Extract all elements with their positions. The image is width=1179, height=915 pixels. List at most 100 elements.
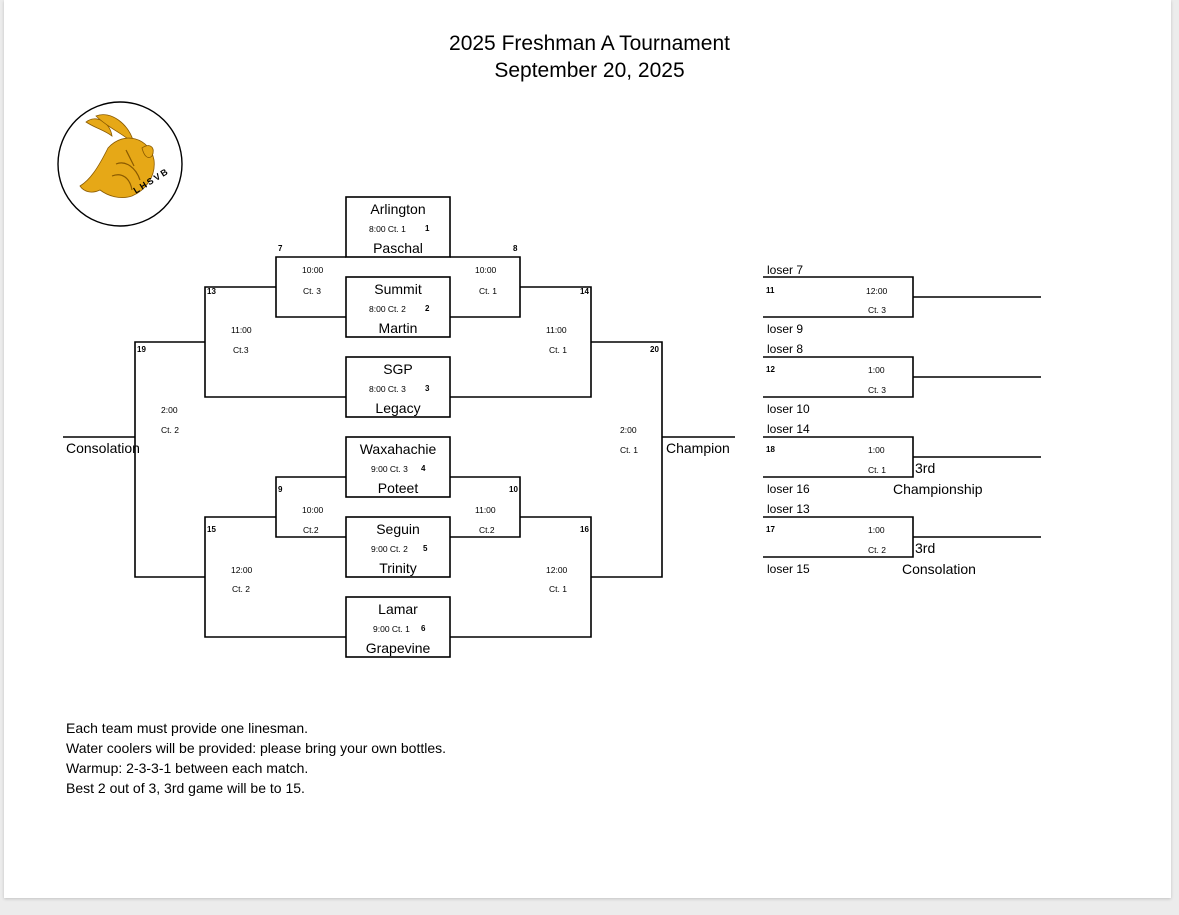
game-time: 11:00 [546,325,567,335]
side-game-17 [763,516,914,558]
consolation-label: Consolation [66,440,140,456]
side-court: Ct. 1 [868,465,886,475]
side-bottom: loser 15 [767,562,810,576]
match-info: 9:00 Ct. 1 [373,624,410,634]
match-number: 1 [425,224,430,233]
side-number: 12 [766,365,775,374]
side-game-12 [763,356,914,398]
game-time: 11:00 [475,505,496,515]
game-number: 15 [207,525,216,534]
left-game-19 [134,341,205,578]
team-bottom: Poteet [377,480,419,496]
game-time: 10:00 [302,265,324,275]
right-game-16 [450,516,592,638]
championship-label: Championship [893,481,983,497]
side-court: Ct. 3 [868,385,886,395]
left-game-9 [275,476,346,538]
game-number: 8 [513,244,518,253]
game-court: Ct. 1 [549,345,567,355]
game-court: Ct.2 [479,525,495,535]
team-top: SGP [383,361,413,377]
side-number: 11 [766,286,775,295]
side-time: 1:00 [868,525,885,535]
third-label: 3rd [915,460,936,476]
match-box-5 [345,516,451,578]
left-game-15 [204,516,346,638]
right-game-10 [450,476,521,538]
team-top: Seguin [376,521,420,537]
side-top: loser 8 [767,342,804,356]
game-court: Ct. 2 [232,584,250,594]
game-court: Ct. 3 [303,286,321,296]
side-number: 17 [766,525,775,534]
note-line: Best 2 out of 3, 3rd game will be to 15. [66,780,305,796]
team-bottom: Martin [378,320,418,336]
game-time: 10:00 [475,265,497,275]
game-time: 2:00 [620,425,637,435]
match-info: 9:00 Ct. 2 [371,544,408,554]
game-number: 20 [650,345,659,354]
game-number: 10 [509,485,518,494]
match-info: 9:00 Ct. 3 [371,464,408,474]
right-game-20 [591,341,663,578]
game-court: Ct. 1 [549,584,567,594]
team-bottom: Trinity [379,560,417,576]
game-court: Ct. 2 [161,425,179,435]
match-box-2 [345,276,451,338]
game-number: 13 [207,287,216,296]
game-number: 19 [137,345,146,354]
viking-helmet-icon [57,101,183,227]
side-game-11 [763,276,914,318]
team-bottom: Paschal [373,240,423,256]
note-line: Water coolers will be provided: please b… [66,740,447,756]
game-number: 16 [580,525,589,534]
side-time: 1:00 [868,445,885,455]
consolation-label: Consolation [902,561,976,577]
side-top: loser 7 [767,263,804,277]
side-bottom: loser 16 [767,482,810,496]
title-line-1: 2025 Freshman A Tournament [449,32,730,55]
game-time: 12:00 [231,565,253,575]
third-label: 3rd [915,540,936,556]
game-time: 12:00 [546,565,568,575]
game-court: Ct.3 [233,345,249,355]
team-top: Waxahachie [359,441,437,457]
game-time: 2:00 [161,405,178,415]
note-line: Warmup: 2-3-3-1 between each match. [66,760,309,776]
side-top: loser 14 [767,422,810,436]
game-number: 7 [278,244,283,253]
game-court: Ct. 1 [479,286,497,296]
side-court: Ct. 3 [868,305,886,315]
team-bottom: Grapevine [365,640,431,656]
match-box-4 [345,436,451,498]
title-line-2: September 20, 2025 [494,59,685,82]
side-court: Ct. 2 [868,545,886,555]
game-court: Ct. 1 [620,445,638,455]
match-box-6 [345,596,451,658]
match-info: 8:00 Ct. 3 [369,384,406,394]
champion-label: Champion [666,440,730,456]
match-number: 4 [421,464,426,473]
side-bottom: loser 9 [767,322,804,336]
note-line: Each team must provide one linesman. [66,720,309,736]
team-bottom: Legacy [375,400,421,416]
match-number: 6 [421,624,426,633]
match-box-1 [345,196,451,258]
match-number: 3 [425,384,430,393]
side-game-18 [763,436,914,478]
side-number: 18 [766,445,775,454]
team-top: Arlington [370,201,426,217]
game-number: 9 [278,485,283,494]
match-number: 5 [423,544,428,553]
team-top: Summit [374,281,422,297]
game-court: Ct.2 [303,525,319,535]
match-box-3 [345,356,451,418]
match-number: 2 [425,304,430,313]
page-sheet [4,0,1171,898]
side-top: loser 13 [767,502,810,516]
side-bottom: loser 10 [767,402,810,416]
match-info: 8:00 Ct. 1 [369,224,406,234]
game-time: 10:00 [302,505,324,515]
match-info: 8:00 Ct. 2 [369,304,406,314]
